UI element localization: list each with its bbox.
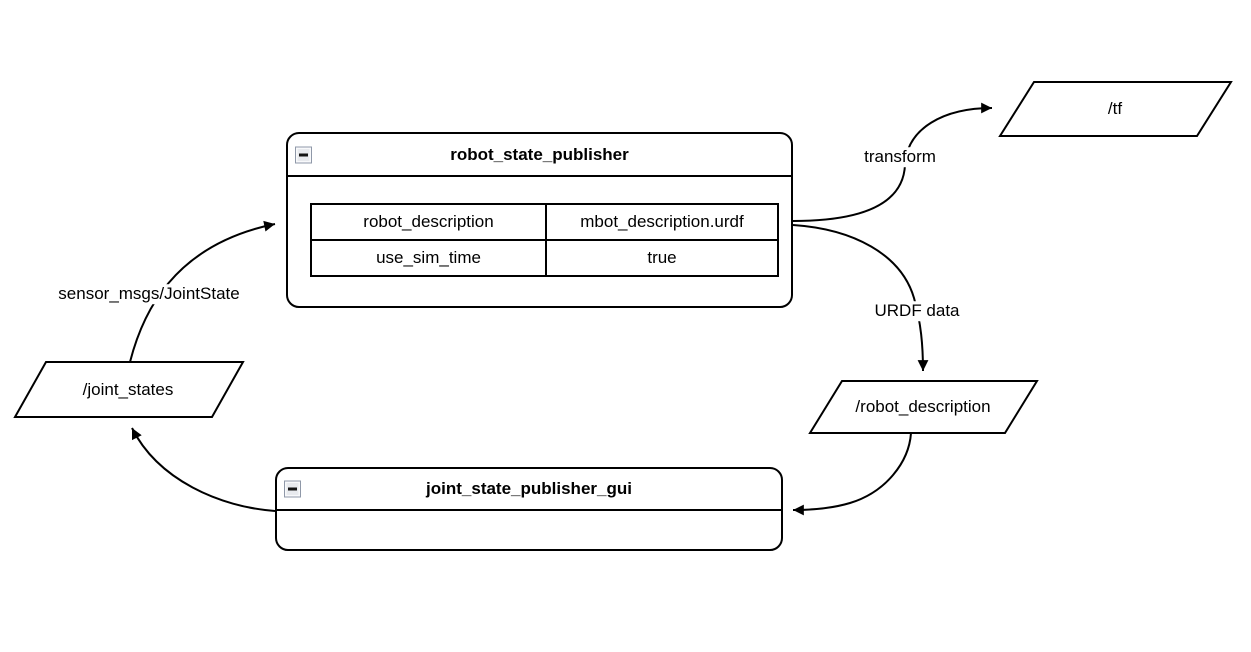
topic-joint-states-label: /joint_states [82,380,174,400]
edge-robot-description-to-joint-state-publisher-gui[interactable] [792,432,912,516]
edge-joint-state-publisher-gui-to-joint-states[interactable] [131,427,276,512]
param-name-cell: robot_description [310,203,547,241]
topic-robot-description-label: /robot_description [855,397,991,417]
param-name-cell: use_sim_time [310,239,547,277]
node-joint-state-publisher-gui[interactable]: joint_state_publisher_gui [275,467,783,551]
table-row: robot_description mbot_description.urdf [310,203,779,241]
node-joint-state-publisher-gui-titlebar: joint_state_publisher_gui [277,469,781,511]
param-table: robot_description mbot_description.urdf … [310,203,779,277]
param-value-cell: true [545,239,779,277]
topic-tf-label: /tf [1107,99,1123,119]
edge-label-transform: transform [861,147,939,167]
edge-robot-state-publisher-to-robot-description[interactable] [792,224,929,372]
topic-robot-description-shape[interactable] [808,380,1039,434]
collapse-button[interactable] [284,480,301,498]
node-robot-state-publisher-titlebar: robot_state_publisher [288,134,791,177]
minus-icon [288,487,297,491]
edge-label-urdf-data: URDF data [871,301,963,321]
topic-tf-shape[interactable] [998,81,1233,137]
topic-joint-states-shape[interactable] [13,361,245,418]
table-row: use_sim_time true [310,239,779,277]
edge-joint-states-to-robot-state-publisher[interactable] [129,220,276,363]
minus-icon [299,153,308,156]
param-value-cell: mbot_description.urdf [545,203,779,241]
node-title: robot_state_publisher [450,144,629,164]
edge-label-sensor-msgs-jointstate: sensor_msgs/JointState [55,284,243,304]
collapse-button[interactable] [295,146,312,163]
node-title: joint_state_publisher_gui [426,479,632,498]
node-robot-state-publisher[interactable]: robot_state_publisher robot_description … [286,132,793,308]
